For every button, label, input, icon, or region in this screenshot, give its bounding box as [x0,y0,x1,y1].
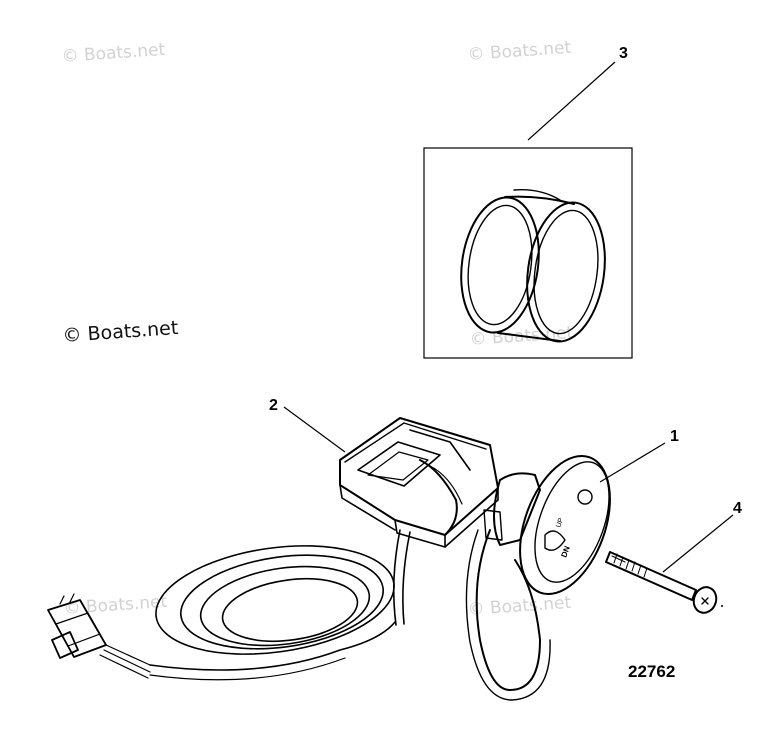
switch-label-up: UP [555,517,565,529]
leader-line-1 [599,442,666,483]
wire-harness [149,529,551,701]
connector-plug [47,593,151,679]
callout-3: 3 [619,45,628,62]
figure-number: 22762 [628,662,675,681]
watermark-bottom-left: © Boats.net [63,592,168,619]
watermark-top-right: © Boats.net [467,38,572,65]
part-2-housing [339,417,499,548]
callout-4: 4 [733,500,742,517]
part-3-box [423,147,633,359]
watermark-top-left: © Boats.net [61,40,166,67]
leader-line-2 [283,406,346,453]
switch-label-dn: DN [559,545,571,559]
watermark-middle-left: © Boats.net [62,317,179,347]
part-1-switch [483,454,611,596]
watermark-bottom-mid: © Boats.net [467,593,572,620]
leader-line-3 [527,61,616,141]
callout-2: 2 [269,397,278,414]
part-3-sleeve [460,189,606,343]
speck [721,605,723,607]
part-4-screw [605,551,718,614]
leader-line-4 [662,514,734,573]
callout-1: 1 [670,428,679,445]
